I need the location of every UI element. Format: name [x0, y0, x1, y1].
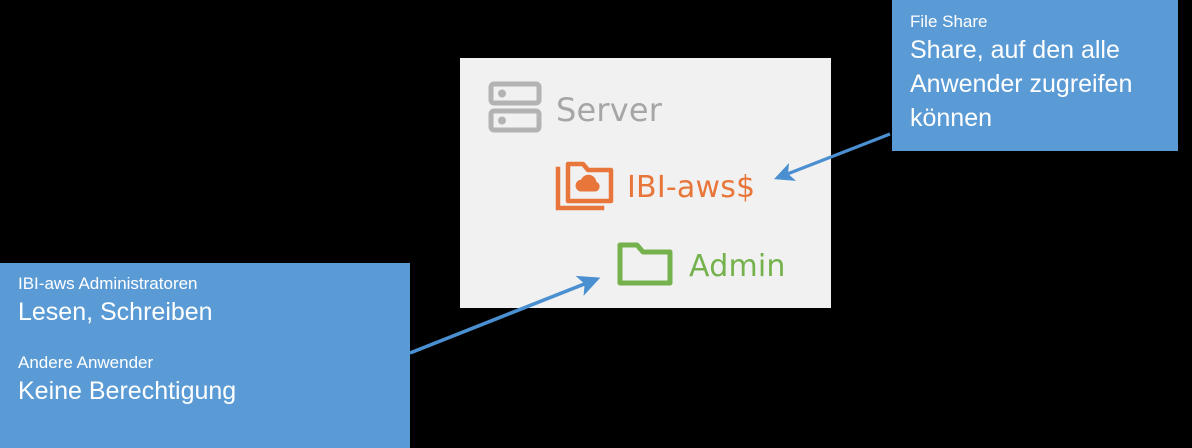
callout-right-line-1: Share, auf den alle [910, 36, 1120, 64]
server-panel: Server IBI-aws$ [460, 58, 831, 308]
callout-left-spacer [18, 329, 410, 351]
callout-left-heading-2: Andere Anwender [18, 353, 154, 372]
callout-left-body-2: Keine Berechtigung [18, 377, 237, 405]
cloud-folder-icon [555, 158, 617, 217]
callout-left-heading-1: IBI-aws Administratoren [18, 274, 198, 293]
callout-left-body-1: Lesen, Schreiben [18, 298, 213, 326]
server-label: Server [556, 90, 663, 129]
admin-folder-row: Admin [615, 238, 786, 295]
server-row: Server [488, 81, 662, 138]
callout-right-line-2: Anwender zugreifen [910, 70, 1133, 98]
folder-icon [615, 238, 677, 295]
callout-permissions: IBI-aws Administratoren Lesen, Schreiben… [0, 263, 410, 448]
callout-file-share: File Share Share, auf den alle Anwender … [892, 0, 1178, 151]
callout-right-heading: File Share [910, 12, 988, 31]
server-icon [488, 81, 542, 138]
file-share-row: IBI-aws$ [555, 158, 755, 217]
file-share-label: IBI-aws$ [627, 169, 756, 205]
callout-right-line-3: können [910, 104, 993, 132]
admin-folder-label: Admin [689, 248, 786, 284]
